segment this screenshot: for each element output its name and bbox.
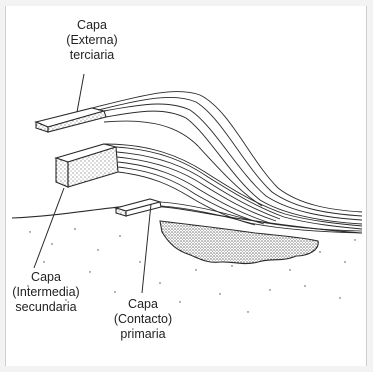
leader-secondary — [34, 188, 64, 268]
label-secondary-line3: secundaria — [8, 300, 84, 315]
label-secondary-line1: Capa — [8, 270, 84, 285]
label-tertiary-line1: Capa — [62, 18, 122, 33]
label-secondary-line2: (Intermedia) — [8, 285, 84, 300]
label-primary-line2: (Contacto) — [110, 312, 176, 327]
leader-tertiary — [77, 74, 84, 112]
primary-layer-pad — [116, 199, 161, 216]
label-tertiary-line3: terciaria — [62, 48, 122, 63]
leader-lines — [34, 74, 151, 293]
label-tertiary-line2: (Externa) — [62, 33, 122, 48]
label-secondary-layer: Capa (Intermedia) secundaria — [8, 270, 84, 315]
label-primary-layer: Capa (Contacto) primaria — [110, 297, 176, 342]
label-tertiary-layer: Capa (Externa) terciaria — [62, 18, 122, 63]
label-primary-line1: Capa — [110, 297, 176, 312]
tertiary-layer-pad — [36, 108, 106, 132]
secondary-layer-fibers — [104, 144, 362, 229]
secondary-layer-pad — [56, 144, 118, 187]
label-primary-line3: primaria — [110, 327, 176, 342]
wound-bed — [160, 221, 318, 264]
leader-primary — [142, 204, 151, 293]
